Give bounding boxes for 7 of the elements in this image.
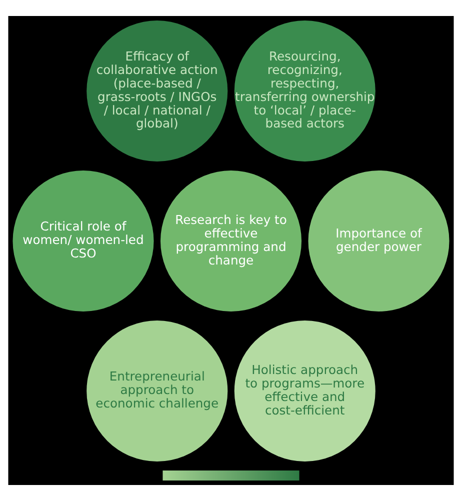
node-circle: Entrepreneurial approach to economic challenge <box>86 320 228 461</box>
node-circle: Efficacy of collaborative action (place-based / grass-roots / INGOs / local / national / global) <box>86 20 228 162</box>
node-circle: Resourcing, recognizing, respecting, transferring ownership to ‘local’ / place-based actors <box>234 20 376 162</box>
node-circle: Importance of gender power <box>308 170 450 311</box>
node-circle: Critical role of women/ women-led CSO <box>12 170 154 311</box>
node-circle: Research is key to effective programming and change <box>160 170 302 311</box>
node-circle: Holistic approach to programs—more effective and cost-efficient <box>234 320 376 461</box>
